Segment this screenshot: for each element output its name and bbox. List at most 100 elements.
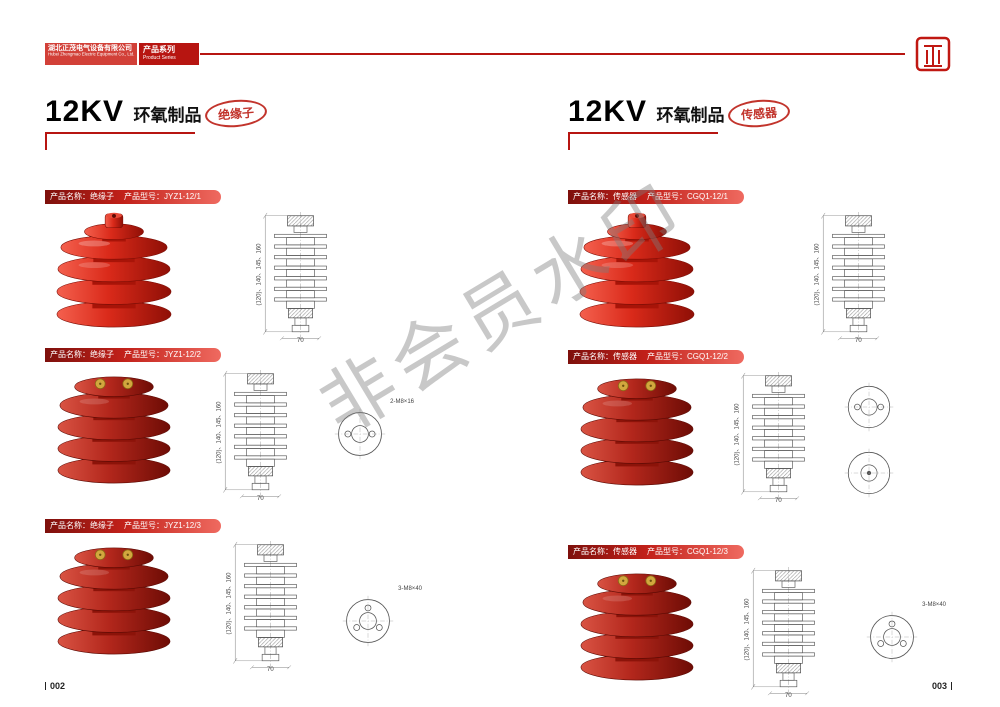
dimension-label: 70 [775,498,782,504]
end-view: 3-M8×40 [864,602,946,665]
product-row: 产品名称：绝缘子 产品型号：JYZ1-12/1 (120)、140、145、16… [45,190,485,344]
company-name-block: 湖北正茂电气设备有限公司 Hubei Zhengmao Electric Equ… [45,43,137,65]
insulator-photo [45,541,183,659]
product-label-bar: 产品名称：绝缘子 产品型号：JYZ1-12/1 [45,190,221,204]
technical-drawing: (120)、140、145、160 70 [223,541,318,673]
title-underline [45,132,195,134]
sensor-photo [568,567,706,685]
page-number-tick [951,682,952,690]
product-name-label: 产品名称：传感器 [573,192,637,201]
product-label-bar: 产品名称：绝缘子 产品型号：JYZ1-12/3 [45,519,221,533]
hole-dimension-label: 3-M8×40 [398,586,422,592]
end-view-drawing [340,593,396,649]
product-model-label: 产品型号：CGQ1-12/1 [647,192,728,201]
dimension-label: (120)、140、145、160 [226,572,233,635]
product-row: 产品名称：传感器 产品型号：CGQ1-12/1 (120)、140、145、16… [568,190,1000,344]
product-content: (120)、140、145、160 70 [568,372,1000,504]
dimension-label: (120)、140、145、160 [256,243,263,306]
product-name-label: 产品名称：绝缘子 [50,521,114,530]
profile-drawing [741,567,836,697]
voltage-title: 12KV [45,95,125,128]
page-number-left: 002 [45,681,65,691]
title-underline [568,132,718,134]
page-number-text: 002 [50,681,66,691]
product-model-label: 产品型号：JYZ1-12/3 [124,521,201,530]
hole-dimension-label: 3-M8×40 [922,602,946,608]
category-title: 环氧制品 [133,106,202,125]
product-model-label: 产品型号：CGQ1-12/3 [647,547,728,556]
technical-drawing: (120)、140、145、160 70 [213,370,308,502]
header-divider-line [200,53,905,55]
company-name-en: Hubei Zhengmao Electric Equipment Co., L… [48,52,135,58]
dimension-label: 70 [257,496,264,502]
product-series-block: 产品系列 Product Series [139,43,199,65]
product-series-cn: 产品系列 [143,45,175,54]
hole-dimension-label: 2-M8×16 [390,399,414,405]
insulator-photo [45,212,183,330]
product-label-bar: 产品名称：传感器 产品型号：CGQ1-12/2 [568,350,744,364]
right-page: 12KV 环氧制品 传感器 产品名称：传感器 产品型号：CGQ1-12/1 (1… [568,95,1000,699]
product-name-label: 产品名称：传感器 [573,547,637,556]
profile-drawing [253,212,348,342]
product-content: (120)、140、145、160 70 3-M8×40 [568,567,1000,699]
technical-drawing: (120)、140、145、160 70 [811,212,906,344]
insulator-photo [45,370,183,488]
product-model-label: 产品型号：CGQ1-12/2 [647,352,728,361]
left-page-title: 12KV 环氧制品 绝缘子 [45,95,485,155]
technical-drawing: (120)、140、145、160 70 [741,567,836,699]
product-label-bar: 产品名称：绝缘子 产品型号：JYZ1-12/2 [45,348,221,362]
product-name-label: 产品名称：绝缘子 [50,192,114,201]
end-view-stack [842,380,896,500]
dimension-label: (120)、140、145、160 [216,401,223,464]
page-number-right: 003 [932,681,952,691]
dimension-label: (120)、140、145、160 [814,243,821,306]
profile-drawing [811,212,906,342]
end-view-drawing [332,406,388,462]
end-view-drawing [842,380,896,434]
end-view: 2-M8×16 [332,399,414,462]
voltage-title: 12KV [568,95,648,128]
left-page: 12KV 环氧制品 绝缘子 产品名称：绝缘子 产品型号：JYZ1-12/1 (1… [45,95,485,675]
sensor-photo [568,372,706,490]
product-label-bar: 产品名称：传感器 产品型号：CGQ1-12/3 [568,545,744,559]
title-tick [45,134,47,150]
sensor-photo [568,212,706,330]
product-content: (120)、140、145、160 70 2-M8×16 [45,370,485,502]
dimension-label: (120)、140、145、160 [744,598,751,661]
product-content: (120)、140、145、160 70 [45,212,485,344]
dimension-label: 70 [297,338,304,344]
product-model-label: 产品型号：JYZ1-12/2 [124,350,201,359]
product-name-label: 产品名称：传感器 [573,352,637,361]
profile-drawing [213,370,308,500]
company-seal-icon [915,36,951,72]
product-content: (120)、140、145、160 70 [568,212,1000,344]
product-row: 产品名称：绝缘子 产品型号：JYZ1-12/3 (120)、140、145、16… [45,519,485,673]
page-number-text: 003 [931,681,947,691]
product-model-label: 产品型号：JYZ1-12/1 [124,192,201,201]
profile-drawing [731,372,826,502]
dimension-label: 70 [855,338,862,344]
product-row: 产品名称：绝缘子 产品型号：JYZ1-12/2 (120)、140、145、16… [45,348,485,502]
end-view-drawing [842,446,896,500]
dimension-label: (120)、140、145、160 [734,403,741,466]
product-content: (120)、140、145、160 70 3-M8×40 [45,541,485,673]
category-badge: 传感器 [726,97,792,130]
dimension-label: 70 [267,667,274,673]
product-label-bar: 产品名称：传感器 产品型号：CGQ1-12/1 [568,190,744,204]
technical-drawing: (120)、140、145、160 70 [253,212,348,344]
product-name-label: 产品名称：绝缘子 [50,350,114,359]
company-name-cn: 湖北正茂电气设备有限公司 [48,45,132,52]
profile-drawing [223,541,318,671]
page-number-tick [45,682,46,690]
category-title: 环氧制品 [656,106,725,125]
product-row: 产品名称：传感器 产品型号：CGQ1-12/3 (120)、140、145、16… [568,545,1000,699]
product-row: 产品名称：传感器 产品型号：CGQ1-12/2 (120)、140、145、16… [568,350,1000,504]
technical-drawing: (120)、140、145、160 70 [731,372,826,504]
title-tick [568,134,570,150]
end-view-drawing [864,609,920,665]
end-view: 3-M8×40 [340,586,422,649]
category-badge: 绝缘子 [203,97,269,130]
dimension-label: 70 [785,693,792,699]
right-page-title: 12KV 环氧制品 传感器 [568,95,1000,155]
